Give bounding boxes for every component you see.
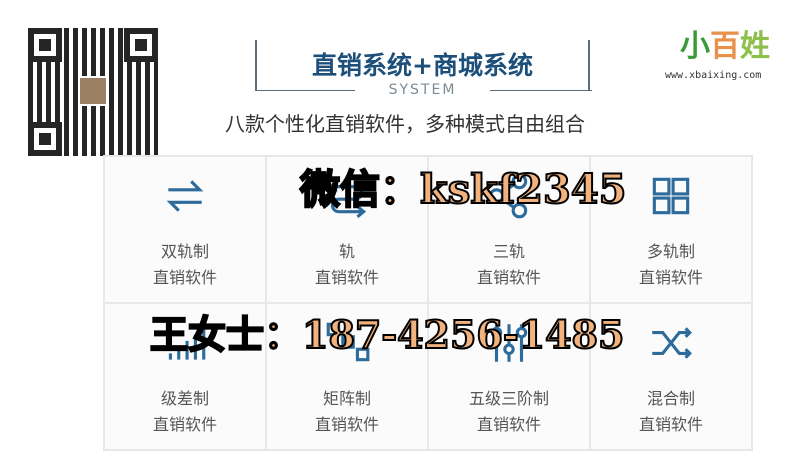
product-card[interactable]: 混合制 直销软件 (590, 303, 752, 450)
card-title: 矩阵制 (322, 389, 371, 408)
title-frame: 直销系统+商城系统 (255, 40, 590, 90)
avatar (78, 76, 108, 106)
swap-arrows-icon (166, 180, 204, 212)
site-url: www.xbaixing.com (665, 70, 762, 81)
product-grid: 双轨制 直销软件 轨 直销软件 三轨 直销软件 多轨制 直销软件 级差制 直销软… (103, 155, 753, 451)
product-card[interactable]: 矩阵制 直销软件 (266, 303, 428, 450)
card-subtitle: 直销软件 (152, 268, 217, 287)
product-card[interactable]: 五级三阶制 直销软件 (428, 303, 590, 450)
card-subtitle: 直销软件 (476, 268, 541, 287)
bar-chart-icon (168, 326, 206, 360)
card-title: 双轨制 (160, 242, 209, 261)
share-icon (488, 173, 528, 219)
product-card[interactable]: 多轨制 直销软件 (590, 156, 752, 303)
card-subtitle: 直销软件 (638, 415, 703, 434)
matrix-icon (326, 322, 370, 362)
watermark-phone: 王女士：187-4256-1485 (149, 312, 625, 357)
site-logo: 小百姓 (680, 29, 770, 64)
card-title: 五级三阶制 (468, 389, 549, 408)
card-subtitle: 直销软件 (638, 268, 703, 287)
card-title: 多轨制 (646, 242, 695, 261)
card-title: 混合制 (646, 389, 695, 408)
card-title: 三轨 (492, 242, 525, 261)
card-title: 轨 (338, 242, 355, 261)
product-card[interactable]: 级差制 直销软件 (104, 303, 266, 450)
grid-icon (652, 177, 690, 215)
subtitle: 八款个性化直销软件，多种模式自由组合 (225, 112, 585, 136)
card-subtitle: 直销软件 (314, 268, 379, 287)
product-card[interactable]: 轨 直销软件 (266, 156, 428, 303)
system-label: SYSTEM (388, 82, 457, 98)
page-title: 直销系统+商城系统 (312, 51, 533, 80)
divider (255, 90, 355, 91)
card-subtitle: 直销软件 (314, 415, 379, 434)
loop-arrows-icon (327, 180, 367, 219)
product-card[interactable]: 双轨制 直销软件 (104, 156, 266, 303)
card-subtitle: 直销软件 (476, 415, 541, 434)
watermark-wechat: 微信：kskf2345 (299, 166, 627, 213)
sliders-icon (490, 324, 528, 362)
product-card[interactable]: 三轨 直销软件 (428, 156, 590, 303)
card-subtitle: 直销软件 (152, 415, 217, 434)
divider (490, 90, 592, 91)
card-title: 级差制 (160, 389, 209, 408)
shuffle-icon (652, 327, 692, 359)
qr-code (28, 28, 158, 156)
